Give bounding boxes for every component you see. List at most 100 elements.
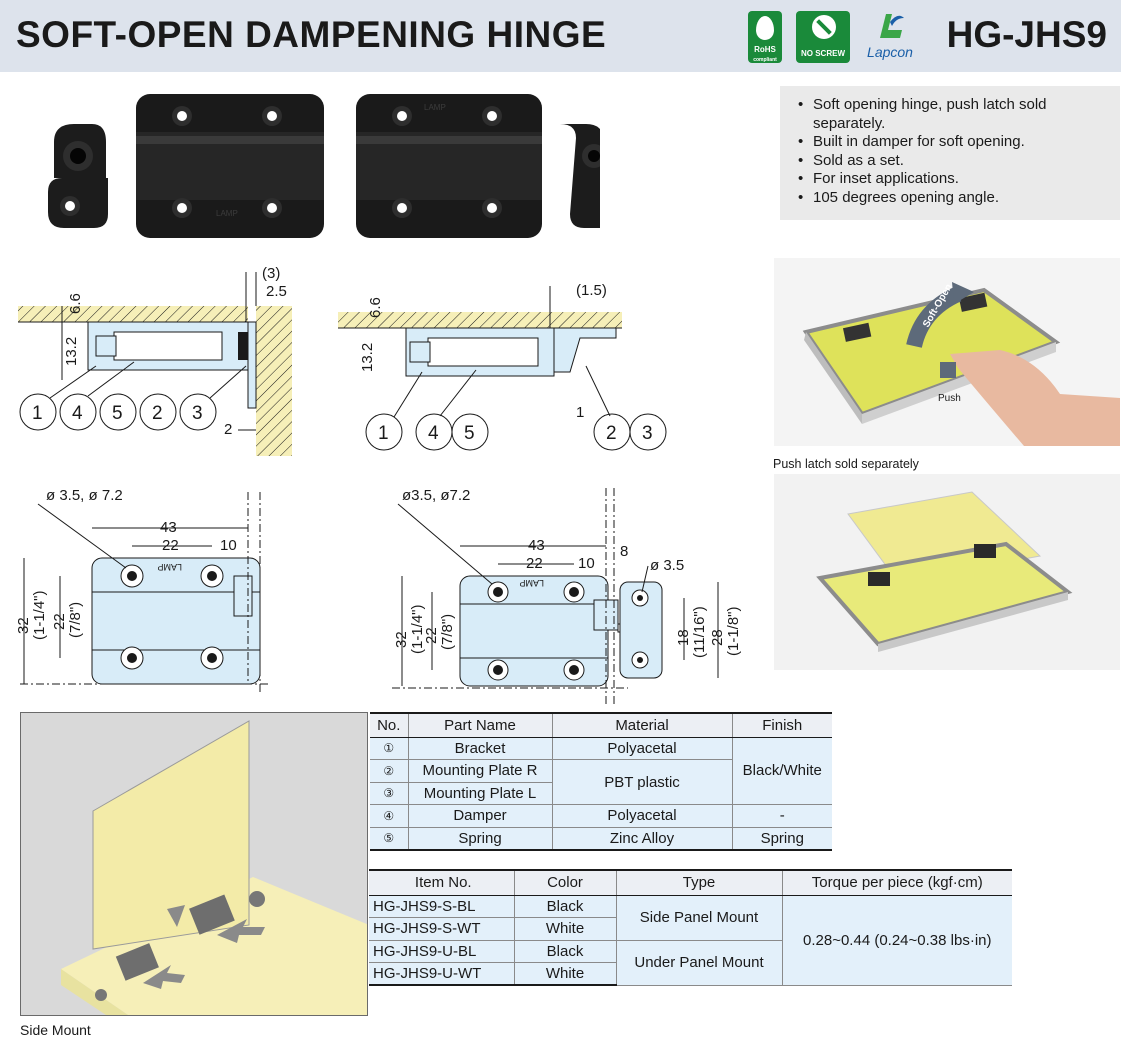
dim-2: 2 [224, 421, 232, 438]
part-no: ④ [370, 804, 408, 828]
mounting-plate-left: LAMP [136, 94, 324, 238]
dim-22-inch: (7/8") [67, 602, 84, 638]
front-drawing-2: LAMP ø3.5, ø7.2 43 22 10 8 ø 3.5 32 (1-1… [392, 487, 742, 704]
callout-3: 3 [192, 403, 203, 424]
callouts: 1 4 5 2 3 [19, 361, 247, 431]
brand-mark-right: LAMP [424, 103, 446, 112]
item-torque: 0.28~0.44 (0.24~0.38 lbs·in) [781, 895, 1012, 986]
part-no: ③ [370, 782, 408, 805]
parts-table: No. Part Name Material Finish ① Bracket … [370, 712, 832, 851]
dim-18: 18 [675, 629, 692, 646]
no-screw-label: NO SCREW [801, 49, 845, 58]
feature-item-continued: separately. [813, 114, 886, 132]
col-material: Material [551, 712, 732, 738]
feature-item: For inset applications. [798, 170, 1108, 189]
dim-22-v: 22 [51, 613, 68, 630]
table-row: HG-JHS9-U-BL Black Under Panel Mount [369, 940, 1012, 986]
leaf-icon [756, 16, 774, 40]
col-no: No. [370, 712, 408, 738]
dim-13-2-b: 13.2 [359, 343, 376, 372]
table-row: HG-JHS9-S-WT White [369, 917, 1012, 941]
usage-photo-push-art: Soft-Open Push [774, 258, 1120, 446]
item-color: White [513, 917, 616, 941]
dim-32-inch: (1-1/4") [31, 590, 48, 640]
lapcon-label: Lapcon [867, 44, 913, 60]
side-section-drawing-2: 6.6 13.2 (1.5) 1 1 4 5 2 3 [338, 282, 667, 451]
table-row: ① Bracket Polyacetal Black/White [370, 737, 832, 805]
part-name: Mounting Plate L [407, 782, 552, 805]
bracket-outline [619, 581, 663, 679]
part-name: Bracket [407, 737, 552, 760]
panel-top-2 [338, 312, 622, 328]
features-box: Soft opening hinge, push latch sold sepa… [780, 86, 1120, 220]
part-name: Spring [407, 827, 552, 851]
mounting-plate-right: LAMP [356, 94, 542, 238]
feature-item: Built in damper for soft opening. [798, 133, 1108, 152]
callouts-2: 1 4 5 2 3 [365, 365, 667, 451]
table-row: ③ Mounting Plate L [370, 782, 832, 805]
panel-side [256, 306, 292, 456]
dim-13-2: 13.2 [63, 337, 80, 366]
item-no: HG-JHS9-S-WT [369, 917, 514, 941]
table-row: ② Mounting Plate R PBT plastic [370, 759, 832, 805]
rohs-sublabel: compliant [753, 57, 777, 63]
table-row: HG-JHS9-U-WT White [369, 962, 1012, 986]
part-material: PBT plastic [551, 759, 732, 805]
part-no: ① [370, 737, 408, 760]
table-row: ⑤ Spring Zinc Alloy Spring [370, 827, 832, 851]
part-finish: Spring [731, 827, 832, 851]
hole-callout-1: ø 3.5, ø 7.2 [46, 487, 123, 504]
col-color: Color [513, 869, 616, 896]
callout-3b: 3 [642, 423, 653, 444]
plate-outline-2 [459, 575, 609, 687]
dim-28-inch: (1-1/8") [725, 606, 742, 656]
dim-32-inch-b: (1-1/4") [409, 604, 426, 654]
callout-4: 4 [72, 403, 83, 424]
header-band [0, 0, 1121, 72]
callout-1b: 1 [378, 423, 389, 444]
dim-10: 10 [220, 537, 237, 554]
dim-32: 32 [15, 617, 32, 634]
dim-8: 8 [620, 543, 628, 560]
no-screw-icon [812, 15, 836, 39]
feature-item: Soft opening hinge, push latch sold [798, 96, 1108, 115]
dim-32-b: 32 [393, 631, 410, 648]
usage-photo-open [774, 474, 1120, 670]
part-material: Zinc Alloy [551, 827, 732, 851]
model-number: HG-JHS9 [946, 14, 1107, 55]
product-photo: LAMP LAMP [48, 94, 600, 238]
items-table: Item No. Color Type Torque per piece (kg… [369, 869, 1012, 986]
hole-callout-3-5: ø 3.5 [650, 557, 684, 574]
mounting-plate-section [553, 327, 617, 373]
item-no: HG-JHS9-S-BL [369, 895, 514, 918]
usage-photo-open-art [774, 474, 1120, 670]
dim-1: 1 [576, 404, 584, 421]
dim-6-6: 6.6 [67, 293, 84, 314]
brand-label-1: LAMP [157, 562, 182, 572]
dim-1-5: (1.5) [576, 282, 607, 299]
front-drawing-1: LAMP ø 3.5, ø 7.2 43 22 10 32 (1-1/4") 2… [15, 487, 268, 694]
dim-22-v-b: 22 [423, 627, 440, 644]
side-mount-caption: Side Mount [20, 1022, 91, 1038]
push-label: Push [938, 393, 961, 404]
callout-1: 1 [32, 403, 43, 424]
item-no: HG-JHS9-U-BL [369, 940, 514, 963]
no-screw-badge: NO SCREW [796, 11, 850, 63]
part-finish: Black/White [731, 737, 832, 805]
item-type: Side Panel Mount [615, 895, 782, 941]
dim-22-inch-b: (7/8") [439, 614, 456, 650]
part-finish: - [731, 804, 832, 828]
dim-2-5: 2.5 [266, 283, 287, 300]
col-finish: Finish [731, 712, 832, 738]
col-torque: Torque per piece (kgf·cm) [781, 869, 1012, 896]
item-no: HG-JHS9-U-WT [369, 962, 514, 986]
col-item-no: Item No. [369, 869, 514, 896]
callout-2b: 2 [606, 423, 617, 444]
damper-end [238, 332, 250, 360]
usage-photo-push: Soft-Open Push [774, 258, 1120, 446]
item-color: Black [513, 895, 616, 918]
side-mount-illustration [20, 712, 368, 1016]
lapcon-icon [880, 14, 904, 38]
table-row: HG-JHS9-S-BL Black Side Panel Mount 0.28… [369, 895, 1012, 986]
feature-item: 105 degrees opening angle. [798, 189, 1108, 208]
